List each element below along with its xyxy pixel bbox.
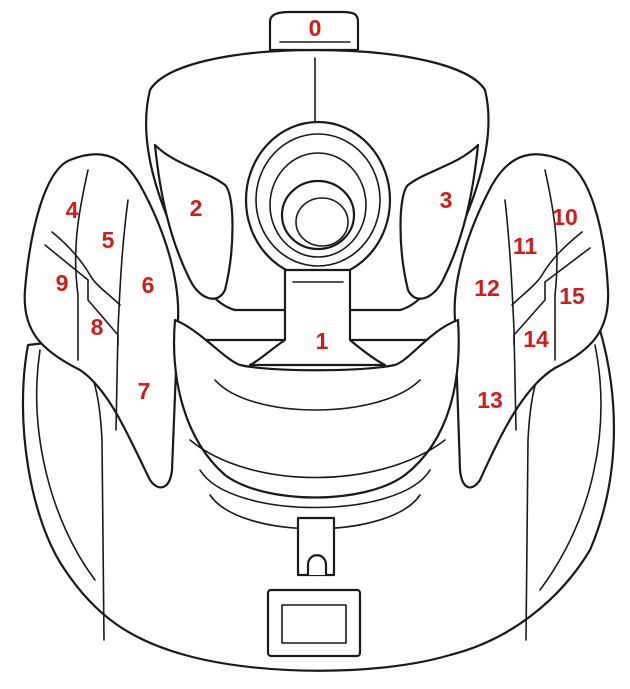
- button-10-label: 10: [552, 204, 578, 230]
- button-14-label: 14: [523, 326, 549, 352]
- button-7-label: 7: [138, 378, 151, 404]
- button-0-label: 0: [309, 15, 322, 41]
- button-12-label: 12: [474, 275, 500, 301]
- hat-switch[interactable]: [244, 120, 392, 280]
- button-15-label: 15: [559, 283, 585, 309]
- button-9-label: 9: [56, 270, 69, 296]
- stick-shaft: [199, 469, 431, 577]
- button-labels: 0 1 2 3 4 5 6 7 8 9 10 11 12 13 14 15: [56, 15, 585, 413]
- button-1-label: 1: [316, 328, 329, 354]
- button-3-label: 3: [440, 187, 453, 213]
- button-5-label: 5: [102, 227, 115, 253]
- button-2-shape[interactable]: [153, 143, 234, 300]
- button-8-label: 8: [91, 314, 104, 340]
- button-2-label: 2: [190, 195, 203, 221]
- button-3-shape[interactable]: [399, 143, 480, 300]
- button-0-shape[interactable]: [268, 10, 360, 52]
- grip-bowl[interactable]: [172, 318, 460, 499]
- left-button-cluster: [23, 153, 180, 489]
- button-6-label: 6: [142, 272, 155, 298]
- right-button-cluster: [453, 153, 610, 489]
- button-4-label: 4: [66, 197, 79, 223]
- button-13-label: 13: [477, 387, 503, 413]
- button-11-label: 11: [513, 233, 538, 259]
- stick-neck: [248, 268, 387, 367]
- lock-block: [266, 588, 362, 658]
